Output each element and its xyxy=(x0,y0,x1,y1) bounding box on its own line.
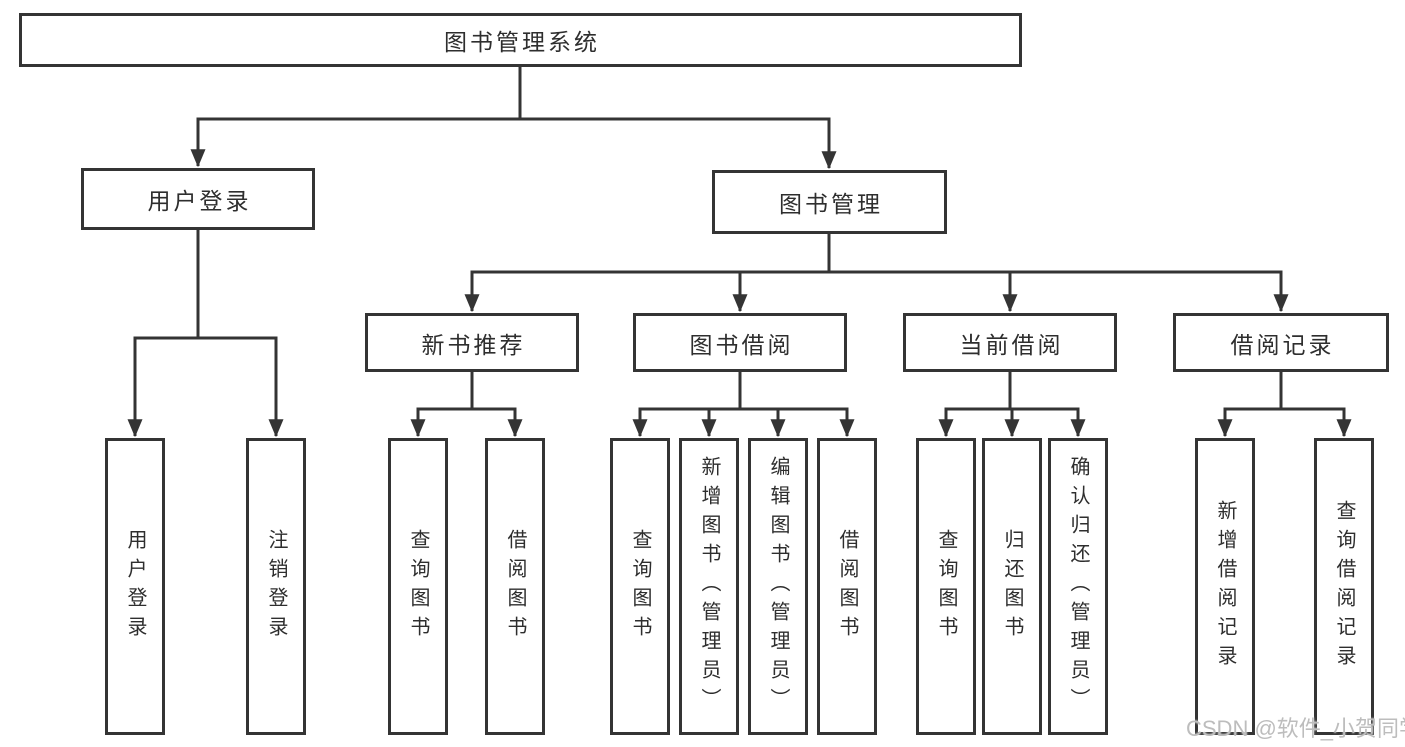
node-library-system: 图书管理系统 xyxy=(19,13,1022,67)
connector-current-borrow xyxy=(938,372,1086,438)
connector-root xyxy=(190,67,837,170)
node-leaf-add-borrow-record: 新增借阅记录 xyxy=(1195,438,1255,735)
connector-new-book-recommend xyxy=(410,372,523,438)
node-leaf-query-book-3: 查询图书 xyxy=(916,438,976,735)
node-label: 注销登录 xyxy=(265,528,287,645)
node-label: 归还图书 xyxy=(1001,528,1023,645)
node-leaf-borrow-book-1: 借阅图书 xyxy=(485,438,545,735)
node-label: 查询借阅记录 xyxy=(1333,499,1355,674)
connector-borrow-record xyxy=(1217,372,1352,438)
node-label: 借阅图书 xyxy=(836,528,858,645)
connector-book-borrow xyxy=(632,372,855,438)
node-label: 查询图书 xyxy=(935,528,957,645)
node-leaf-add-book-admin: 新增图书（管理员） xyxy=(679,438,739,735)
connector-user-login xyxy=(127,230,284,438)
node-label: 用户登录 xyxy=(124,528,146,645)
node-new-book-recommend: 新书推荐 xyxy=(365,313,579,372)
node-label: 新增借阅记录 xyxy=(1214,499,1236,674)
node-label: 确认归还（管理员） xyxy=(1067,456,1089,717)
node-book-borrow: 图书借阅 xyxy=(633,313,847,372)
node-label: 新增图书（管理员） xyxy=(698,456,720,717)
node-user-login: 用户登录 xyxy=(81,168,315,230)
node-leaf-user-login: 用户登录 xyxy=(105,438,165,735)
node-leaf-return-book: 归还图书 xyxy=(982,438,1042,735)
node-leaf-borrow-book-2: 借阅图书 xyxy=(817,438,877,735)
node-leaf-logout: 注销登录 xyxy=(246,438,306,735)
node-leaf-query-book-1: 查询图书 xyxy=(388,438,448,735)
connector-book-management xyxy=(464,234,1289,313)
node-label: 查询图书 xyxy=(629,528,651,645)
node-label: 借阅图书 xyxy=(504,528,526,645)
node-book-management: 图书管理 xyxy=(712,170,947,234)
node-leaf-query-book-2: 查询图书 xyxy=(610,438,670,735)
node-borrow-record: 借阅记录 xyxy=(1173,313,1389,372)
node-current-borrow: 当前借阅 xyxy=(903,313,1117,372)
node-label: 查询图书 xyxy=(407,528,429,645)
csdn-watermark: CSDN @软件_小贺同学 xyxy=(1186,716,1405,741)
node-leaf-edit-book-admin: 编辑图书（管理员） xyxy=(748,438,808,735)
node-leaf-confirm-return-admin: 确认归还（管理员） xyxy=(1048,438,1108,735)
node-leaf-query-borrow-record: 查询借阅记录 xyxy=(1314,438,1374,735)
node-label: 编辑图书（管理员） xyxy=(767,456,789,717)
